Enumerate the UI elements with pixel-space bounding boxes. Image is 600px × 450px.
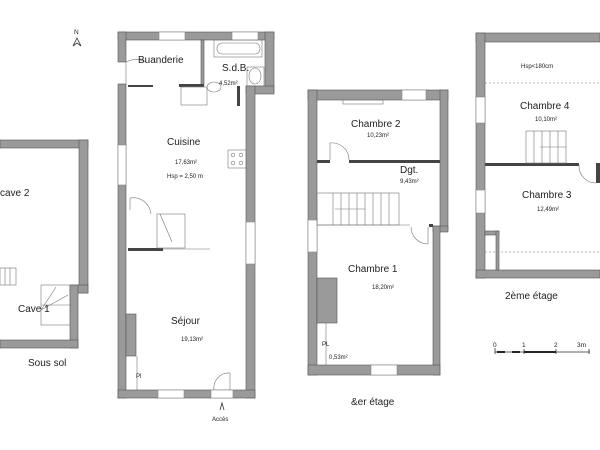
pl-label: Pl <box>136 374 141 380</box>
basement-stairs <box>0 267 71 326</box>
room-area-sejour: 19,13m² <box>181 337 203 343</box>
ground-floor-walls <box>117 31 275 399</box>
room-area-chambre-1: 18,20m² <box>372 285 394 291</box>
scale-bar <box>494 348 590 354</box>
compass-label: N <box>74 29 79 36</box>
room-label-dgt: Dgt. <box>400 165 418 176</box>
room-area-cuisine: 17,63m² <box>175 160 197 166</box>
level-title-first-floor: &er étage <box>351 397 395 408</box>
room-label-cuisine: Cuisine <box>167 137 201 148</box>
first-floor-walls <box>307 89 449 376</box>
room-area-dgt: 9,43m² <box>400 179 419 185</box>
pl-label-first-floor: PL <box>322 342 330 348</box>
second-floor-walls <box>475 32 600 279</box>
ceiling-height-note: Hsp = 2,50 m <box>167 174 203 180</box>
first-floor-fixtures <box>316 99 429 365</box>
room-label-buanderie: Buanderie <box>138 55 184 66</box>
ground-floor-fixtures <box>125 39 265 411</box>
room-label-chambre-2: Chambre 2 <box>351 119 401 130</box>
scale-tick-3m: 3m <box>577 342 586 349</box>
room-label-chambre-4: Chambre 4 <box>520 101 570 112</box>
room-label-sdb: S.d.B. <box>222 63 249 74</box>
second-floor-fixtures <box>484 130 597 271</box>
room-label-sejour: Séjour <box>171 316 201 327</box>
room-label-chambre-3: Chambre 3 <box>522 190 572 201</box>
scale-tick-1: 1 <box>522 342 526 349</box>
room-area-chambre-3: 12,49m² <box>537 207 559 213</box>
room-label-cave-2: cave 2 <box>0 188 30 199</box>
room-area-chambre-2: 10,23m² <box>367 133 389 139</box>
scale-tick-0: 0 <box>493 342 497 349</box>
level-title-second-floor: 2ème étage <box>505 291 558 302</box>
room-area-chambre-4: 10,10m² <box>535 117 557 123</box>
access-arrow-icon <box>219 401 225 411</box>
ceiling-height-label: Hsp<180cm <box>521 64 553 70</box>
pl-area: 0,53m² <box>329 355 348 361</box>
scale-tick-2: 2 <box>554 342 558 349</box>
north-arrow-icon <box>72 37 82 47</box>
level-title-basement: Sous sol <box>28 358 66 369</box>
basement-walls <box>0 139 89 349</box>
room-label-chambre-1: Chambre 1 <box>348 264 398 275</box>
room-area-sdb: 4,52m² <box>219 81 238 87</box>
access-label: Accès <box>212 417 228 423</box>
room-label-cave-1: Cave 1 <box>18 304 50 315</box>
